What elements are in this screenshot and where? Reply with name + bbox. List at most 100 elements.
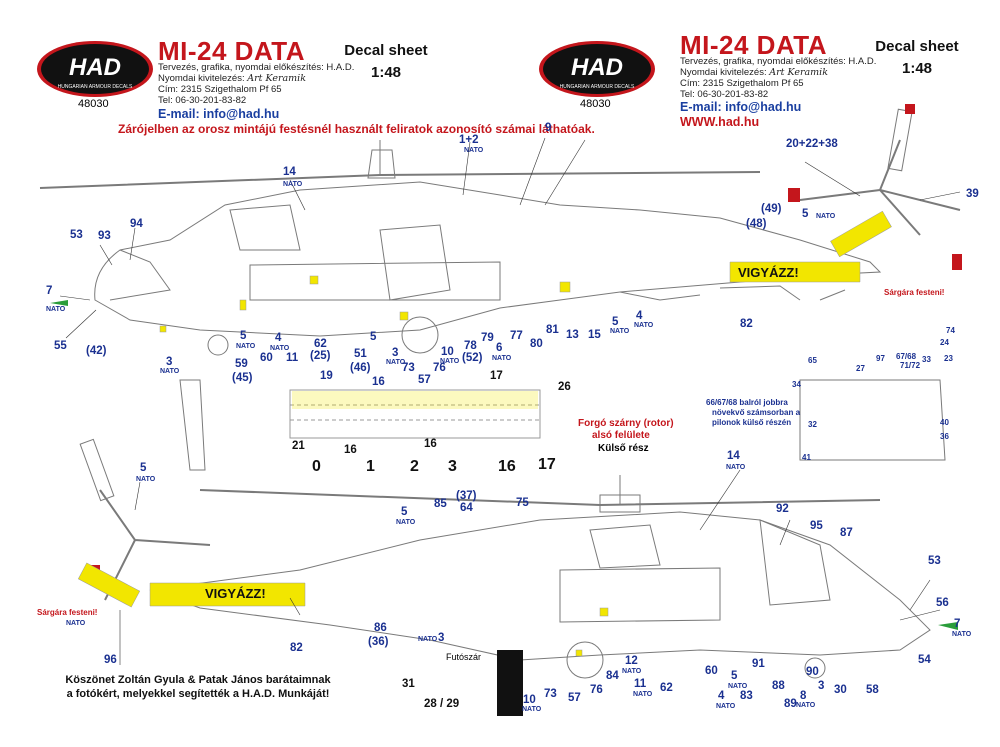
catalog-number: 48030 [78, 98, 109, 110]
nato-tag: NATO [716, 703, 736, 710]
label-46: (46) [350, 362, 371, 374]
nato-tag: NATO [270, 345, 290, 352]
label-5: 5 [140, 462, 147, 474]
nato-tag: NATO [728, 683, 748, 690]
label-24: 24 [940, 338, 949, 347]
label-82: 82 [740, 318, 753, 330]
label-3b: 3 [438, 632, 445, 644]
designer-line: Tervezés, grafika, nyomdai előkészítés: … [158, 62, 355, 73]
credits: Köszönet Zoltán Gyula & Patak János bará… [18, 673, 378, 701]
nato-tag: NATO [236, 343, 256, 350]
label-82: 82 [290, 642, 303, 654]
label-57: 57 [568, 692, 581, 704]
label-87: 87 [840, 527, 853, 539]
label-40: 40 [940, 418, 949, 427]
address-line: Cím: 2315 Szigethalom Pf 65 [680, 78, 804, 89]
logo-caption: HUNGARIAN ARMOUR DECALS [58, 84, 133, 90]
nato-tag: NATO [66, 620, 86, 627]
phone-line: Tel: 06-30-201-83-82 [680, 89, 769, 100]
big-number-3: 3 [448, 458, 457, 475]
logo-initials: HAD [571, 54, 623, 81]
title: MI-24 DATA [680, 30, 828, 60]
catalog-number: 48030 [580, 98, 611, 110]
label-11: 11 [634, 678, 647, 690]
label-3: 3 [818, 680, 825, 692]
nato-tag: NATO [492, 355, 512, 362]
had-logo-right: HAD HUNGARIAN ARMOUR DECALS [539, 41, 655, 97]
label-51: 51 [354, 348, 367, 360]
label-6: 6 [496, 342, 503, 354]
rotor-tip-marking [905, 104, 915, 114]
label-12: 12 [625, 655, 638, 667]
printer-line: Nyomdai kivitelezés: Art Keramik [680, 67, 828, 78]
label-5d: 5 [802, 208, 809, 220]
nato-tag: NATO [622, 668, 642, 675]
label-71-72: 71/72 [900, 361, 921, 370]
nato-tag: NATO [464, 147, 484, 154]
label-13: 13 [566, 329, 579, 341]
pylon-note: növekvő számsorban a [712, 408, 801, 417]
label-55: 55 [54, 340, 67, 352]
label-78: 78 [464, 340, 477, 352]
label-80: 80 [530, 338, 543, 350]
label-97: 97 [876, 354, 885, 363]
nato-tag: NATO [522, 706, 542, 713]
label-30: 30 [834, 684, 847, 696]
printer-line: Nyomdai kivitelezés: Art Keramik [158, 73, 306, 84]
label-33: 33 [922, 355, 931, 364]
label-74: 74 [946, 326, 955, 335]
label-91: 91 [752, 658, 765, 670]
sheet-label: Decal sheet [875, 38, 959, 55]
label-5b: 5 [731, 670, 738, 682]
label-53: 53 [928, 555, 941, 567]
label-77: 77 [510, 330, 523, 342]
label-17: 17 [490, 370, 503, 382]
vigyazz-text-top: VIGYÁZZ! [738, 265, 799, 280]
nato-tag: NATO [46, 306, 66, 313]
label-60: 60 [260, 352, 273, 364]
rotor-note: Külső rész [598, 443, 649, 454]
label-53: 53 [70, 229, 83, 241]
label-19: 19 [320, 370, 333, 382]
rotor-tip-marking [788, 188, 800, 202]
label-58: 58 [866, 684, 879, 696]
label-7: 7 [46, 285, 53, 297]
big-number-0: 0 [312, 458, 321, 475]
label-41: 41 [802, 453, 811, 462]
label-32: 32 [808, 420, 817, 429]
nato-tag: NATO [610, 328, 630, 335]
nato-tag: NATO [386, 359, 406, 366]
label-28-29: 28 / 29 [424, 698, 460, 710]
futoszar-label: Futószár [446, 652, 482, 662]
phone-line: Tel: 06-30-201-83-82 [158, 95, 247, 106]
label-52: (52) [462, 352, 483, 364]
label-57: 57 [418, 374, 431, 386]
label-42: (42) [86, 345, 107, 357]
logo-caption: HUNGARIAN ARMOUR DECALS [560, 84, 635, 90]
credits-line-2: a fotókért, melyekkel segítették a H.A.D… [66, 688, 330, 700]
label-11: 11 [286, 352, 299, 364]
label-9: 9 [545, 122, 552, 134]
nato-tag: NATO [396, 519, 416, 526]
label-26: 26 [558, 381, 571, 393]
website: WWW.had.hu [680, 115, 760, 129]
pylon-note: pilonok külső részén [712, 418, 792, 427]
email: E-mail: info@had.hu [158, 107, 280, 121]
label-73: 73 [544, 688, 557, 700]
label-83: 83 [740, 690, 753, 702]
label-49: (49) [761, 203, 782, 215]
label-5c: 5 [612, 316, 619, 328]
label-64: 64 [460, 502, 473, 514]
label-4: 4 [718, 690, 725, 702]
label-5: 5 [240, 330, 247, 342]
designer-line: Tervezés, grafika, nyomdai előkészítés: … [680, 56, 877, 67]
label-16b: 16 [344, 444, 357, 456]
email: E-mail: info@had.hu [680, 100, 802, 114]
label-20-22-38: 20+22+38 [786, 138, 838, 150]
label-36: 36 [940, 432, 949, 441]
label-73: 73 [402, 362, 415, 374]
label-88: 88 [772, 680, 785, 692]
big-number-2: 2 [410, 458, 419, 475]
label-56: 56 [936, 597, 949, 609]
